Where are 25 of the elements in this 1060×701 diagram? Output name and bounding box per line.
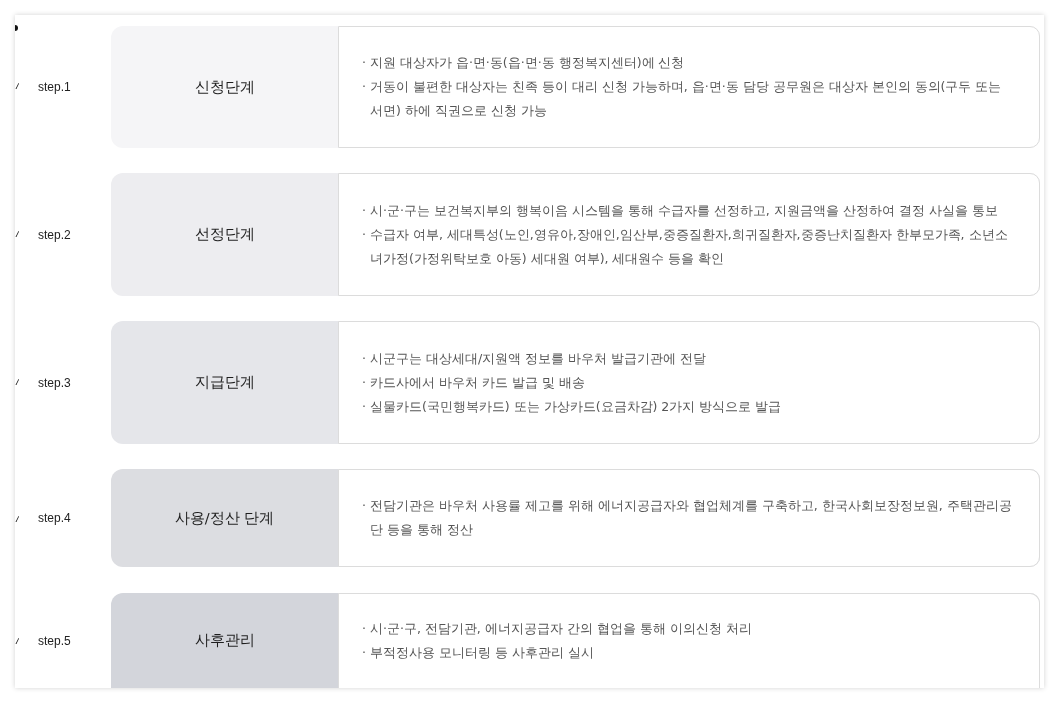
stage-name: 지급단계 [194, 373, 255, 392]
stage-name: 신청단계 [194, 77, 255, 97]
step-card [111, 469, 1040, 567]
bullet-text: · 시군구는 대상세대/지원액 정보를 바우처 발급기관에 전달 [362, 349, 707, 368]
step-label: step.5 [38, 632, 71, 649]
bullet-text: · 지원 대상자가 읍·면·동(읍·면·동 행정복지센터)에 신청 [362, 54, 685, 72]
bullet-text: · 수급자 여부, 세대특성(노인,영유아,장애인,임산부,중증질환자,희귀질환자,중증난치질환자 한부모가족, 소년소녀가정(가정위탁보호 아동) 세대원 여부), 세대원수 등을 확인 [362, 225, 1009, 268]
stage-name: 사용/정산 단계 [174, 508, 275, 528]
step-card [111, 26, 1040, 148]
bullet-text: · 거동이 불편한 대상자는 친족 등이 대리 신청 가능하며, 읍·면·동 담당 공무원은 대상자 본인의 동의(구두 또는 서면) 하에 직권으로 신청 가능 [362, 78, 1003, 120]
bullet-text: · 실물카드(국민행복카드) 또는 가상카드(요금차감) 2가지 방식으로 발급 [362, 397, 782, 416]
step-label: step.4 [38, 510, 71, 526]
step-label: step.3 [38, 374, 71, 391]
bullet-text: · 전담기관은 바우처 사용률 제고를 위해 에너지공급자와 협업체계를 구축하고, 한국사회보장정보원, 주택관리공단 등을 통해 정산 [362, 497, 1013, 539]
bullet-text: · 시·군·구는 보건복지부의 행복이음 시스템을 통해 수급자를 선정하고, 지원금액을 산정하여 결정 사실을 통보 [362, 201, 998, 220]
step-card [111, 321, 1040, 444]
stage-name: 사후관리 [194, 631, 255, 650]
stage-name: 선정단계 [194, 225, 255, 244]
bullet-text: · 카드사에서 바우처 카드 발급 및 배송 [362, 373, 585, 392]
step-label: step.1 [38, 79, 71, 95]
step-card [111, 593, 1040, 688]
bullet-text: · 시·군·구, 전담기관, 에너지공급자 간의 협업을 통해 이의신청 처리 [362, 620, 752, 638]
step-label: step.2 [38, 226, 71, 243]
bullet-text: · 부적정사용 모니터링 등 사후관리 실시 [362, 644, 594, 662]
step-card [111, 173, 1040, 296]
